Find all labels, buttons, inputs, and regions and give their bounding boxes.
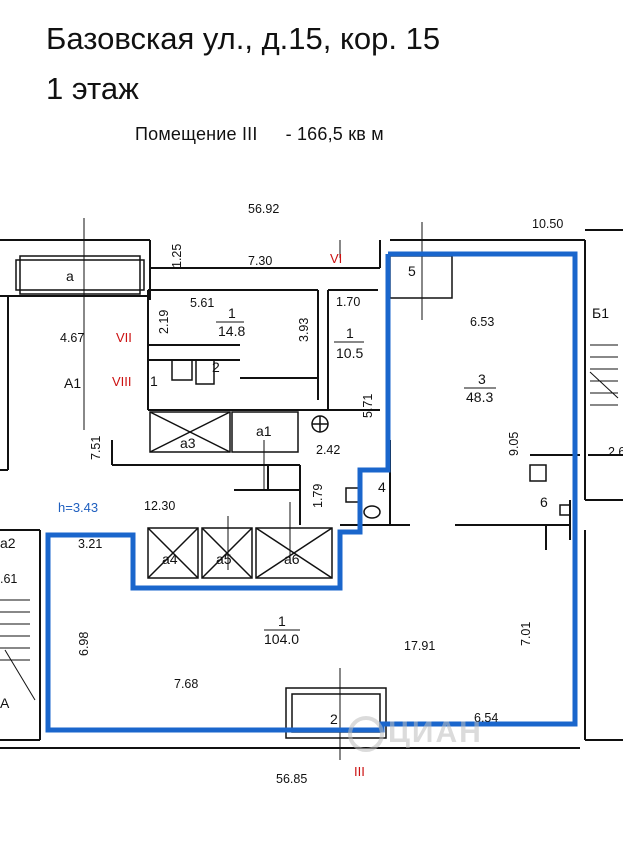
room-area: - 166,5 кв м	[285, 124, 384, 144]
room-num: 1	[278, 613, 286, 629]
dim-6-98: 6.98	[77, 632, 91, 656]
room-area: 10.5	[336, 345, 363, 361]
dim-3-93: 3.93	[297, 318, 311, 342]
dim-12-30: 12.30	[144, 499, 175, 513]
dim-7-30: 7.30	[248, 254, 272, 268]
axis-lines	[83, 218, 423, 760]
shaft-a5	[201, 527, 253, 579]
dim-9-05: 9.05	[507, 432, 521, 456]
label-A1: A1	[64, 375, 81, 391]
label-2-bottom: 2	[330, 711, 338, 727]
roman-VII: VII	[116, 330, 132, 345]
dim-1-25: 1.25	[170, 244, 184, 268]
shaft-a6	[255, 527, 333, 579]
label-a: a	[66, 268, 74, 284]
room-label: Помещение III	[135, 124, 258, 144]
watermark-text: ЦИАН	[388, 716, 483, 749]
room-num: 1	[228, 305, 236, 321]
room-num: 1	[346, 325, 354, 341]
label-2-small: 2	[212, 359, 220, 375]
dim-6-54: 6.54	[474, 711, 498, 725]
roman-III: III	[354, 764, 365, 779]
dim-1-79: 1.79	[311, 484, 325, 508]
dim-10-50: 10.50	[532, 217, 563, 231]
walls	[0, 229, 623, 749]
dim-5-61: 5.61	[190, 296, 214, 310]
label-a2: a2	[0, 535, 16, 551]
label-4: 4	[378, 479, 386, 495]
room-10-5: 1 10.5	[334, 325, 364, 361]
watermark-logo-icon	[348, 716, 384, 753]
dim-3-21: 3.21	[78, 537, 102, 551]
label-a3: a3	[180, 435, 196, 451]
room-area: 48.3	[466, 389, 493, 405]
window-a	[19, 255, 141, 295]
room-num: 3	[478, 371, 486, 387]
stairs-right	[589, 344, 619, 406]
label-6: 6	[540, 494, 548, 510]
room-104-0: 1 104.0	[264, 613, 300, 647]
shaft-a4	[147, 527, 199, 579]
shaft-a3	[149, 411, 231, 453]
dim-7-51: 7.51	[89, 436, 103, 460]
ceiling-height: h=3.43	[58, 500, 98, 515]
dim-56-92: 56.92	[248, 202, 279, 216]
dim-6-53: 6.53	[470, 315, 494, 329]
dim-2-6: 2.6	[608, 445, 623, 459]
roman-VI: VI	[330, 251, 342, 266]
dim-2-42: 2.42	[316, 443, 340, 457]
stairs-left	[0, 599, 36, 701]
label-5: 5	[408, 263, 416, 279]
watermark: ЦИАН	[348, 716, 483, 753]
room-14-8: 1 14.8	[216, 305, 245, 339]
room-area: 14.8	[218, 323, 245, 339]
room-48-3: 3 48.3	[464, 371, 496, 405]
window-5	[389, 255, 453, 299]
dim-7-01: 7.01	[519, 622, 533, 646]
dim-1-70: 1.70	[336, 295, 360, 309]
label-B1: Б1	[592, 305, 609, 321]
shaft-a1	[231, 411, 299, 453]
dim-17-91: 17.91	[404, 639, 435, 653]
dim-5-71: 5.71	[361, 394, 375, 418]
shafts	[147, 359, 571, 579]
label-a1: a1	[256, 423, 272, 439]
page-title: Базовская ул., д.15, кор. 15	[46, 21, 441, 56]
room-area: 104.0	[264, 631, 299, 647]
room-summary: Помещение III - 166,5 кв м	[135, 124, 384, 145]
roman-VIII: VIII	[112, 374, 132, 389]
dim-7-68: 7.68	[174, 677, 198, 691]
dim-2-19: 2.19	[157, 310, 171, 334]
dim-4-67: 4.67	[60, 331, 84, 345]
dim-61: .61	[0, 572, 17, 586]
premises-outline	[45, 251, 578, 733]
dim-56-85: 56.85	[276, 772, 307, 786]
label-A: A	[0, 695, 10, 711]
label-a5: a5	[216, 551, 232, 567]
label-a6: a6	[284, 551, 300, 567]
label-a4: a4	[162, 551, 178, 567]
floor-label: 1 этаж	[46, 71, 139, 106]
label-1-tiny: 1	[150, 373, 158, 389]
window-2	[285, 687, 387, 739]
